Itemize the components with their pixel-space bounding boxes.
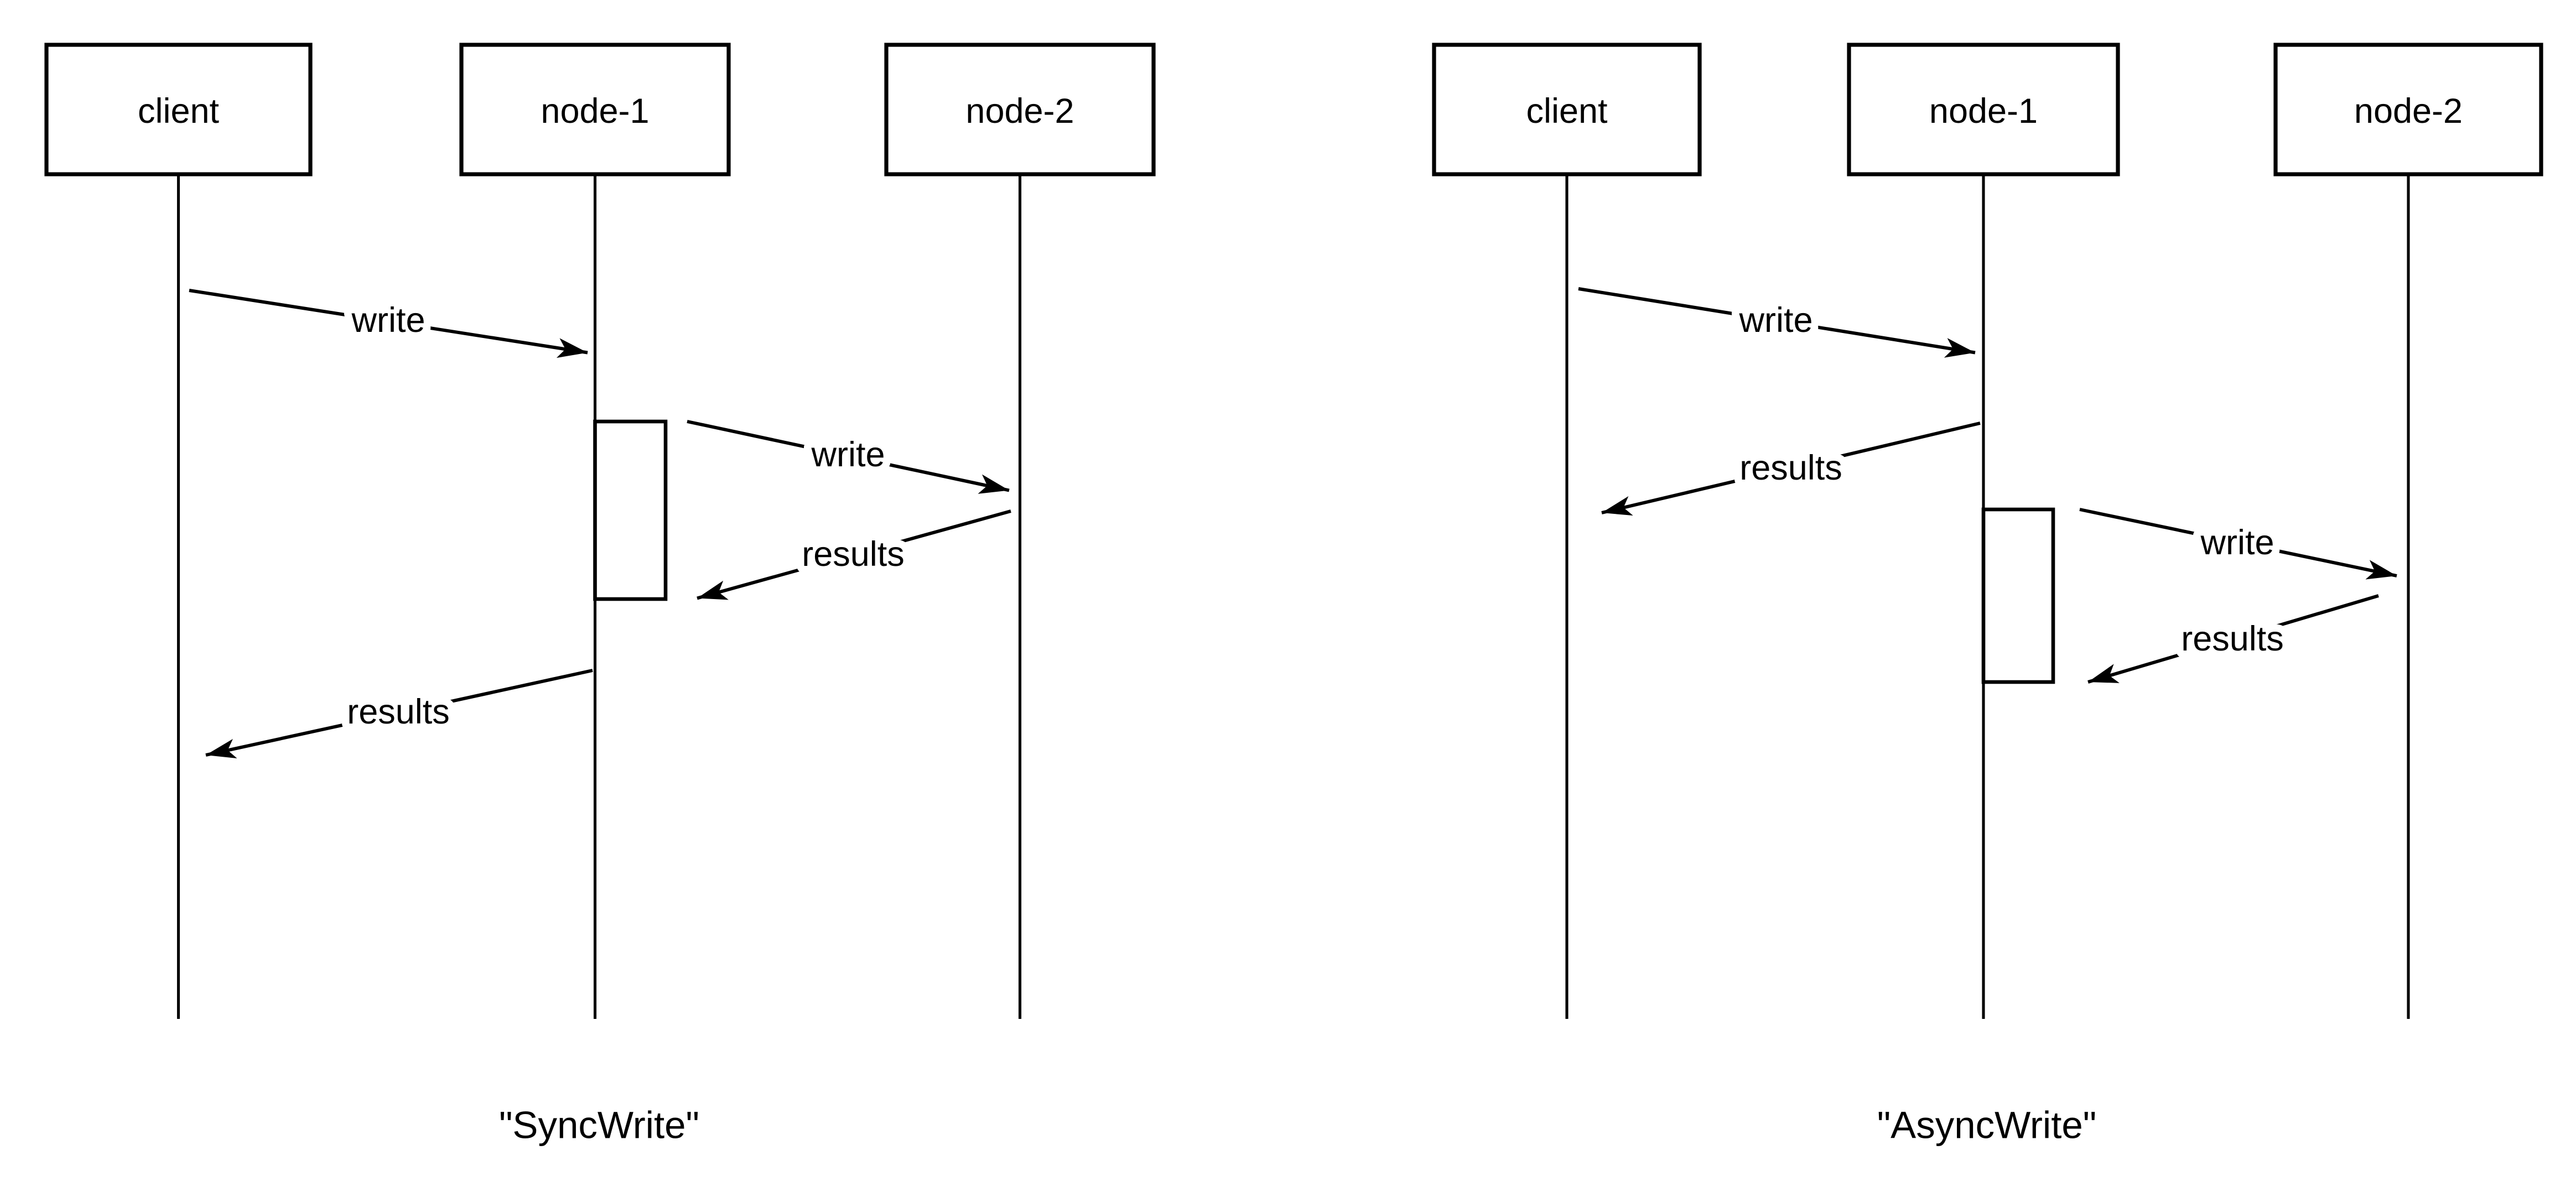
- actor-label-node-1: node-1: [541, 92, 649, 131]
- actor-label-node-2: node-2: [965, 92, 1074, 131]
- message-arrow-write-client-node1: [189, 289, 588, 358]
- message-arrow-results-node2-node1: [697, 509, 1011, 600]
- actor-box-node-2: [884, 43, 1156, 176]
- actor-box-node-1: [459, 43, 731, 176]
- message-label-write: write: [811, 435, 885, 474]
- message-label-results: results: [2181, 620, 2284, 658]
- message-label-results: results: [347, 693, 450, 731]
- message-arrow-results-node1-client: [205, 669, 593, 759]
- actor-label-client: client: [1526, 92, 1608, 131]
- actor-box-node-2: [2273, 43, 2543, 176]
- diagram-caption-syncwrite: "SyncWrite": [499, 1104, 699, 1147]
- diagram-asyncwrite: client node-1 node-2 write results write…: [1432, 43, 2543, 1147]
- diagram-syncwrite: client node-1 node-2 write write results…: [44, 43, 1156, 1147]
- actor-label-node-1: node-1: [1929, 92, 2038, 131]
- activation-bar-node-1: [593, 419, 668, 601]
- actor-label-client: client: [138, 92, 220, 131]
- activation-bar-node-1: [1981, 507, 2055, 684]
- message-arrow-results-node1-client: [1601, 421, 1981, 516]
- diagram-caption-asyncwrite: "AsyncWrite": [1877, 1104, 2097, 1147]
- actor-box-client: [1432, 43, 1702, 176]
- message-arrow-write-node1-node2: [2079, 508, 2397, 580]
- message-arrow-write-client-node1: [1578, 287, 1976, 358]
- message-arrow-write-node1-node2: [687, 420, 1010, 494]
- actor-box-client: [44, 43, 313, 176]
- actor-label-node-2: node-2: [2354, 92, 2463, 131]
- message-label-results: results: [802, 535, 905, 574]
- message-label-write: write: [351, 301, 425, 340]
- message-arrow-results-node2-node1: [2087, 594, 2379, 684]
- message-label-results: results: [1739, 449, 1842, 487]
- actor-box-node-1: [1847, 43, 2120, 176]
- message-label-write: write: [1738, 301, 1812, 340]
- message-label-write: write: [2200, 523, 2274, 562]
